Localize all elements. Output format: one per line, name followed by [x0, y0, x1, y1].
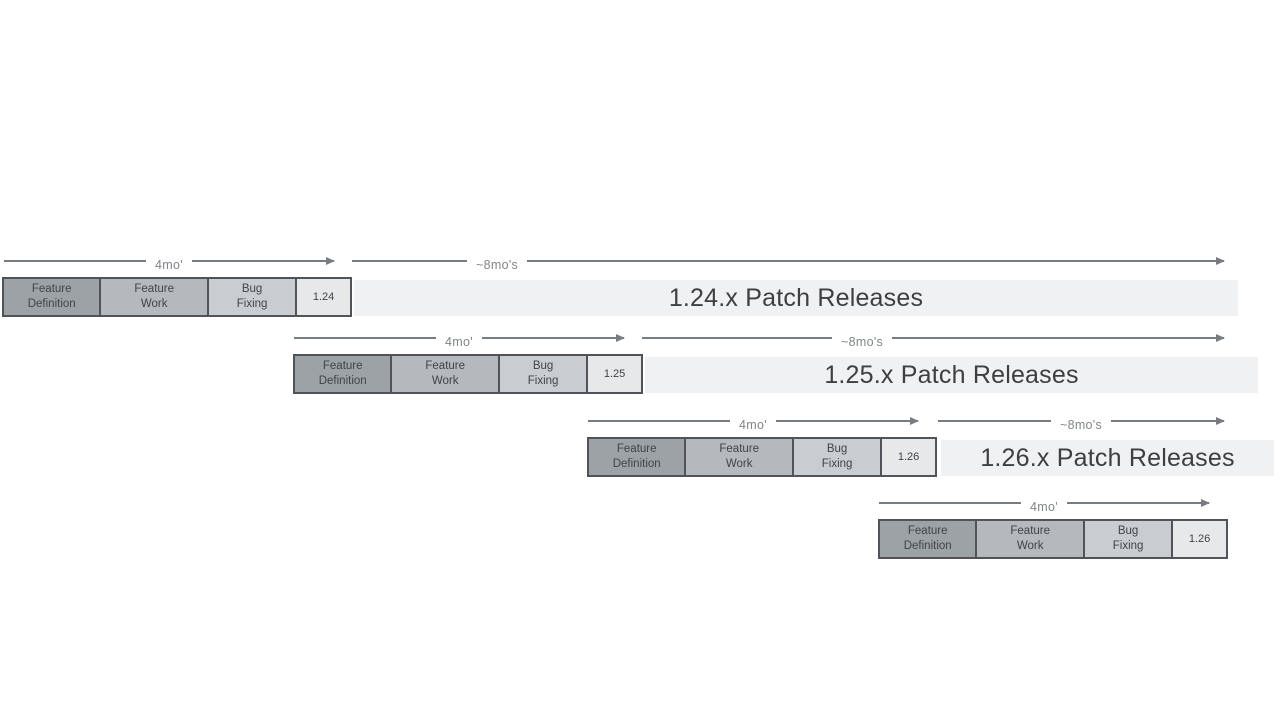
release-version-box: 1.24: [295, 279, 350, 315]
arrow-line: [642, 337, 832, 339]
patch-cycle-duration-label: ~8mo's: [476, 258, 519, 272]
dev-cycle-arrow: 4mo': [294, 331, 624, 349]
patch-cycle-arrow: ~8mo's: [938, 414, 1224, 432]
phase-feature-work: Feature Work: [99, 279, 207, 315]
arrow-line: [352, 260, 467, 262]
patch-cycle-duration-label: ~8mo's: [841, 335, 884, 349]
phase-feature-work: Feature Work: [684, 439, 792, 475]
phase-bug-fixing: Bug Fixing: [1083, 521, 1172, 557]
phase-feature-definition: Feature Definition: [295, 356, 391, 392]
phase-feature-definition: Feature Definition: [589, 439, 685, 475]
patch-releases-label: 1.26.x Patch Releases: [980, 443, 1235, 472]
phase-feature-work: Feature Work: [390, 356, 498, 392]
release-phase-boxes: Feature Definition Feature Work Bug Fixi…: [293, 354, 643, 394]
patch-releases-bar: 1.25.x Patch Releases: [645, 357, 1258, 393]
phase-feature-work: Feature Work: [975, 521, 1083, 557]
patch-releases-label: 1.25.x Patch Releases: [824, 360, 1079, 389]
arrow-head: [191, 260, 334, 262]
dev-cycle-arrow: 4mo': [4, 254, 334, 272]
patch-cycle-arrow: ~8mo's: [352, 254, 1224, 272]
arrow-line: [588, 420, 731, 422]
dev-cycle-duration-label: 4mo': [445, 335, 473, 349]
arrow-head: [481, 337, 624, 339]
dev-cycle-duration-label: 4mo': [155, 258, 183, 272]
dev-cycle-duration-label: 4mo': [739, 418, 767, 432]
dev-cycle-arrow: 4mo': [879, 496, 1209, 514]
arrow-head: [892, 337, 1224, 339]
release-version-box: 1.26: [880, 439, 935, 475]
arrow-head: [1066, 502, 1209, 504]
dev-cycle-arrow: 4mo': [588, 414, 918, 432]
patch-cycle-duration-label: ~8mo's: [1059, 418, 1103, 432]
release-version-box: 1.26: [1171, 521, 1226, 557]
arrow-head: [527, 260, 1224, 262]
release-phase-boxes: Feature Definition Feature Work Bug Fixi…: [587, 437, 937, 477]
dev-cycle-duration-label: 4mo': [1030, 500, 1058, 514]
release-phase-boxes: Feature Definition Feature Work Bug Fixi…: [2, 277, 352, 317]
arrow-head: [775, 420, 918, 422]
patch-releases-bar: 1.24.x Patch Releases: [354, 280, 1238, 316]
arrow-head: [1111, 420, 1224, 422]
release-version-box: 1.25: [586, 356, 641, 392]
patch-releases-label: 1.24.x Patch Releases: [668, 283, 924, 312]
phase-bug-fixing: Bug Fixing: [207, 279, 296, 315]
patch-releases-bar: 1.26.x Patch Releases: [941, 440, 1274, 476]
patch-cycle-arrow: ~8mo's: [642, 331, 1224, 349]
phase-bug-fixing: Bug Fixing: [498, 356, 587, 392]
phase-bug-fixing: Bug Fixing: [792, 439, 881, 475]
arrow-line: [294, 337, 437, 339]
arrow-line: [879, 502, 1022, 504]
release-phase-boxes: Feature Definition Feature Work Bug Fixi…: [878, 519, 1228, 559]
phase-feature-definition: Feature Definition: [4, 279, 100, 315]
phase-feature-definition: Feature Definition: [880, 521, 976, 557]
arrow-line: [938, 420, 1051, 422]
arrow-line: [4, 260, 147, 262]
